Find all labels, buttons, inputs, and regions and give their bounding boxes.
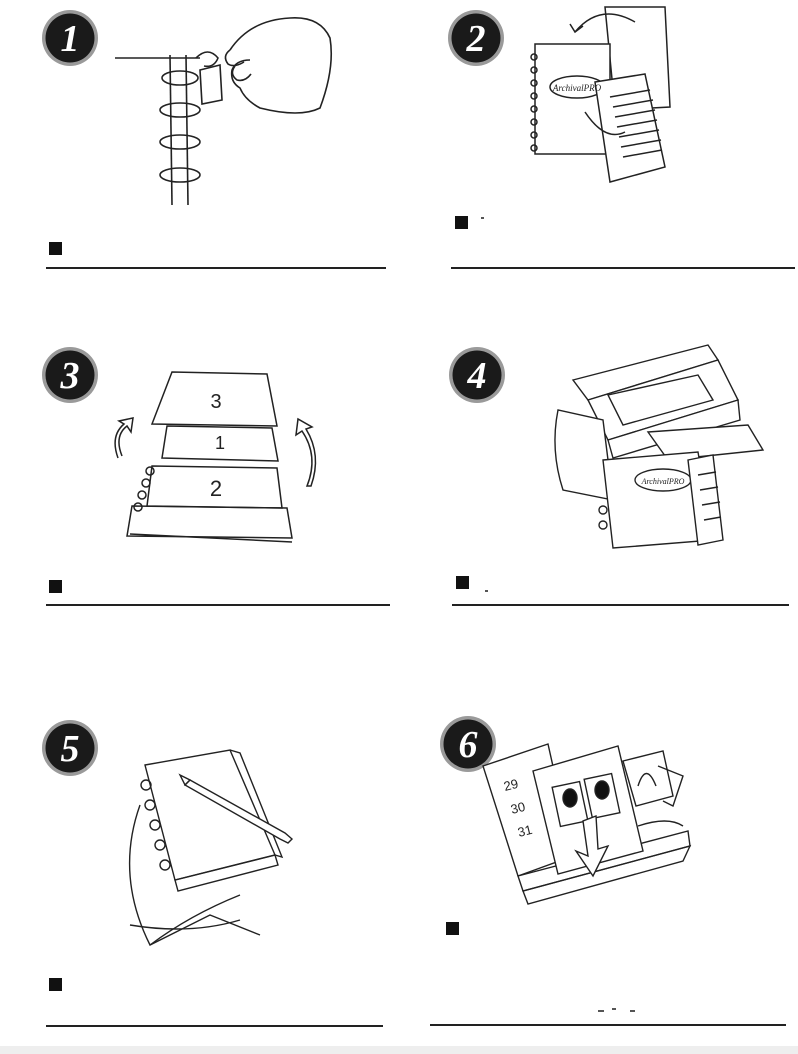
step-2-number-badge: 2 [446,8,506,68]
stack-page-number-top: 3 [210,391,221,413]
step-5-number-badge: 5 [40,718,100,778]
stack-page-number-middle: 1 [215,433,225,453]
calendar-number-29: 29 [502,776,520,794]
step-3-divider [46,604,390,606]
step-3-number-badge: 3 [40,345,100,405]
scanner-illustration: ArchivalPRO [554,344,765,549]
step-4-number-badge: 4 [447,345,507,405]
stack-page-number-bottom: 2 [210,476,222,501]
step-3-number: 3 [60,355,80,397]
planner-photos-illustration: 29 30 31 [482,743,692,905]
binder-ring-illustration [115,17,333,206]
step-1-divider [46,267,386,269]
step-2-text-mark [481,217,484,219]
insert-pages-illustration: ArchivalPRO [530,6,671,183]
step-6-number-badge: 6 [438,714,498,774]
step-5-bullet [49,978,62,991]
step-6-text-mark-1 [598,1010,604,1012]
step-4-text-mark [485,590,488,592]
step-4-number: 4 [467,355,487,397]
step-6-text-mark-3 [630,1010,635,1012]
step-6-text-mark-2 [612,1008,616,1010]
step-6-bullet [446,922,459,935]
step-5-divider [46,1025,383,1027]
notebook-pen-illustration [128,749,294,946]
calendar-number-31: 31 [516,822,534,840]
calendar-number-30: 30 [509,799,527,817]
scanner-notebook-logo: ArchivalPRO [641,477,685,486]
reorder-pages-illustration: 3 1 2 [114,371,317,543]
step-2-bullet [455,216,468,229]
step-1-number: 1 [61,18,80,60]
step-4-bullet [456,576,469,589]
step-2-divider [451,267,795,269]
step-5-number: 5 [61,728,80,770]
bottom-strip [0,1046,798,1054]
step-2-number: 2 [466,18,486,60]
step-4-divider [452,604,789,606]
notebook-logo-text: ArchivalPRO [552,83,602,93]
step-6-divider [430,1024,786,1026]
step-3-bullet [49,580,62,593]
step-1-bullet [49,242,62,255]
step-1-number-badge: 1 [40,8,100,68]
step-6-number: 6 [459,724,478,766]
